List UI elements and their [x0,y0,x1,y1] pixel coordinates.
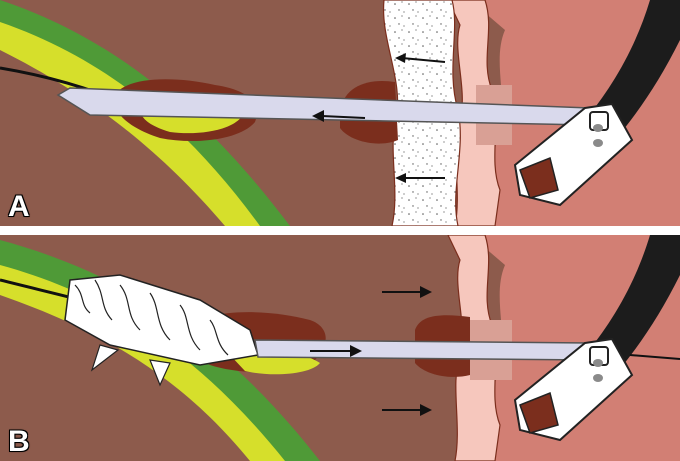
catheter [254,339,599,361]
panel-label: B [8,425,30,458]
arrow-icon [310,345,362,357]
endoscope-icon [513,235,680,442]
panel-b-illustration [0,235,680,461]
panel-b: B [0,235,680,461]
panel-a: A [0,0,680,226]
arrow-icon [395,173,445,183]
arrow-icon [382,404,432,416]
bile-duct-lumen [0,22,260,226]
panel-label: A [8,190,30,223]
endoscope-icon [513,0,680,207]
arrow-icon [395,53,446,63]
arrow-icon [382,286,432,298]
panel-a-illustration [0,0,680,226]
arrow-icon [312,110,366,122]
